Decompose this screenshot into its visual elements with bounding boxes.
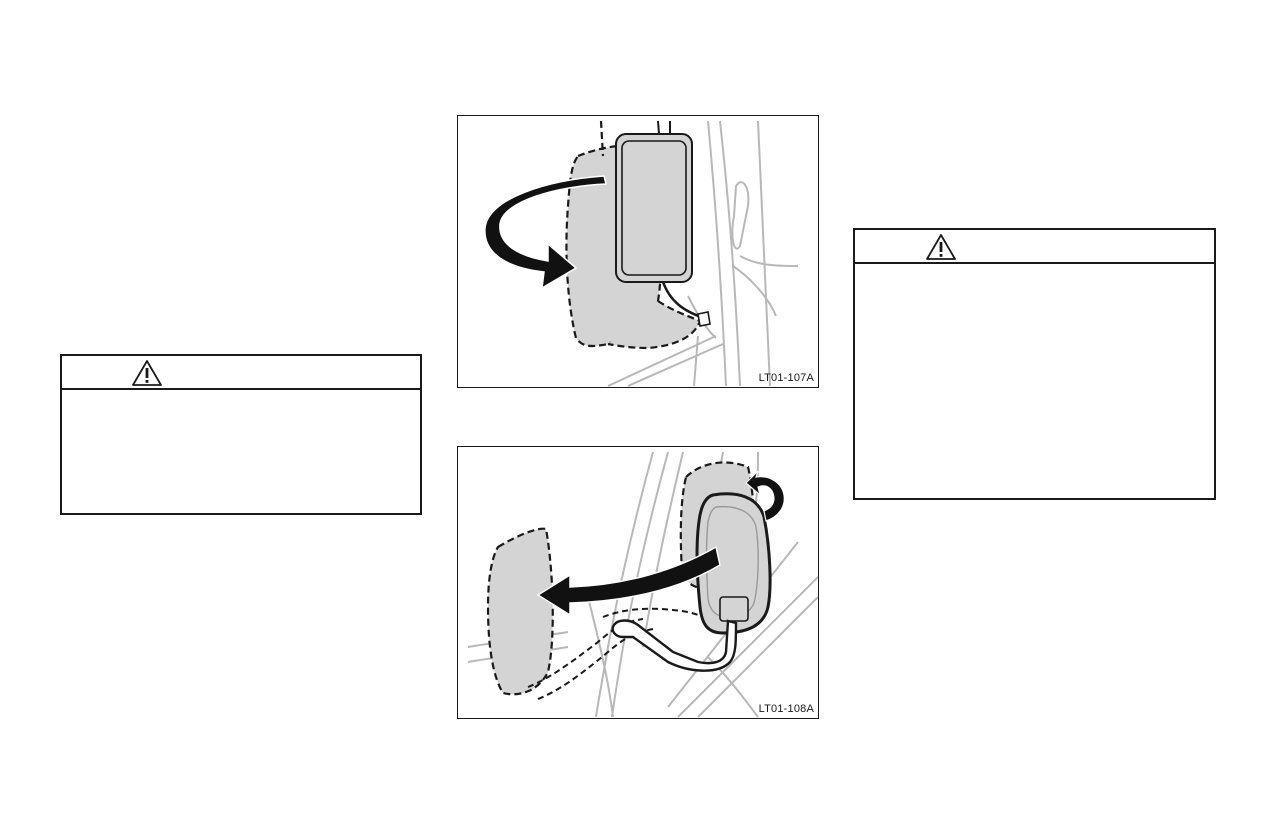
mirror-fold-illustration (467, 451, 818, 718)
warning-triangle-icon (132, 360, 162, 386)
warning-box-left (60, 354, 422, 515)
figure-mirror-fold: LT01-108A (457, 446, 819, 719)
figure-code: LT01-108A (758, 703, 814, 715)
mirror-rotate-illustration (484, 120, 799, 387)
figure-mirror-rotate: LT01-107A (457, 115, 819, 388)
warning-box-right (853, 228, 1216, 500)
warning-box-left-header (62, 356, 420, 390)
warning-triangle-icon (926, 234, 956, 260)
figure-code: LT01-107A (758, 372, 814, 384)
warning-box-right-header (855, 230, 1214, 264)
